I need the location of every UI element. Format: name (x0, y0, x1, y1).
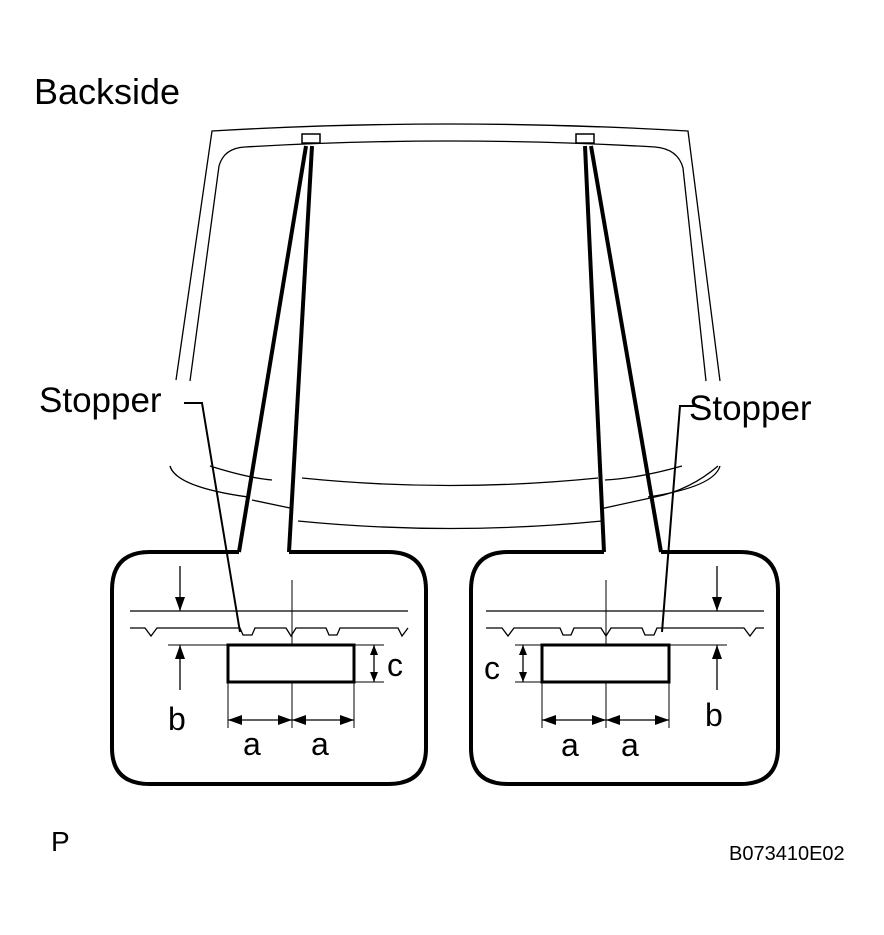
detail-box-right (469, 550, 780, 786)
stopper-left (226, 643, 356, 684)
stopper-marker-right (575, 133, 595, 144)
diagram-title: Backside (34, 71, 180, 112)
stopper-label-right: Stopper (689, 389, 812, 428)
dim-b-label-right: b (705, 697, 723, 733)
callout-lines (237, 145, 663, 553)
dim-b-label-left: b (168, 701, 186, 737)
dim-a-label-left-1: a (243, 726, 261, 762)
footer-code-left: P (51, 826, 70, 857)
dim-a-label-right-1: a (561, 727, 579, 763)
dim-c-label-right: c (484, 650, 500, 686)
dim-a-label-left-2: a (311, 726, 329, 762)
figure-id: B073410E02 (729, 843, 845, 865)
stopper-marker-left (301, 133, 321, 144)
stopper-label-left: Stopper (39, 381, 162, 420)
dim-c-label-left: c (387, 647, 403, 683)
detail-box-left (110, 550, 428, 786)
dim-a-label-right-2: a (621, 727, 639, 763)
stopper-right (540, 643, 671, 684)
stopper-leaders (184, 402, 700, 633)
